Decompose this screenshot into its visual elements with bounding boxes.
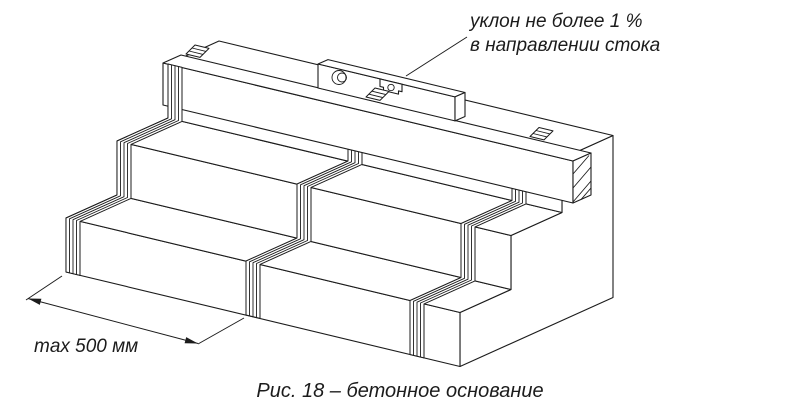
extension-line-right [197, 317, 245, 345]
slope-annotation-line2: в направлении стока [470, 35, 660, 56]
dimension-label: max 500 мм [34, 336, 138, 357]
beacon-strip-middle [245, 106, 363, 319]
beacon-strip-right [409, 146, 527, 359]
extension-line-left [25, 275, 63, 301]
beacon-strip-top-tabs [185, 44, 554, 141]
slope-annotation: уклон не более 1 % в направлении стока [405, 11, 660, 77]
beacon-strip-left [65, 63, 183, 276]
figure-caption: Рис. 18 – бетонное основание [256, 380, 543, 402]
straightedge-board [162, 54, 592, 204]
leader-line [405, 36, 468, 77]
dimension-arrowhead-right [184, 337, 198, 344]
dimension-annotation: max 500 мм [25, 275, 245, 357]
notch-vial [387, 83, 395, 92]
level-vial-inner [337, 72, 347, 83]
dimension-line [27, 298, 199, 344]
slope-annotation-line1: уклон не более 1 % [468, 11, 643, 32]
board-end-grain-hatch [572, 155, 592, 203]
level-end-face [454, 91, 466, 122]
level-vial-window [331, 70, 347, 85]
dimension-arrowhead-left [28, 298, 42, 305]
